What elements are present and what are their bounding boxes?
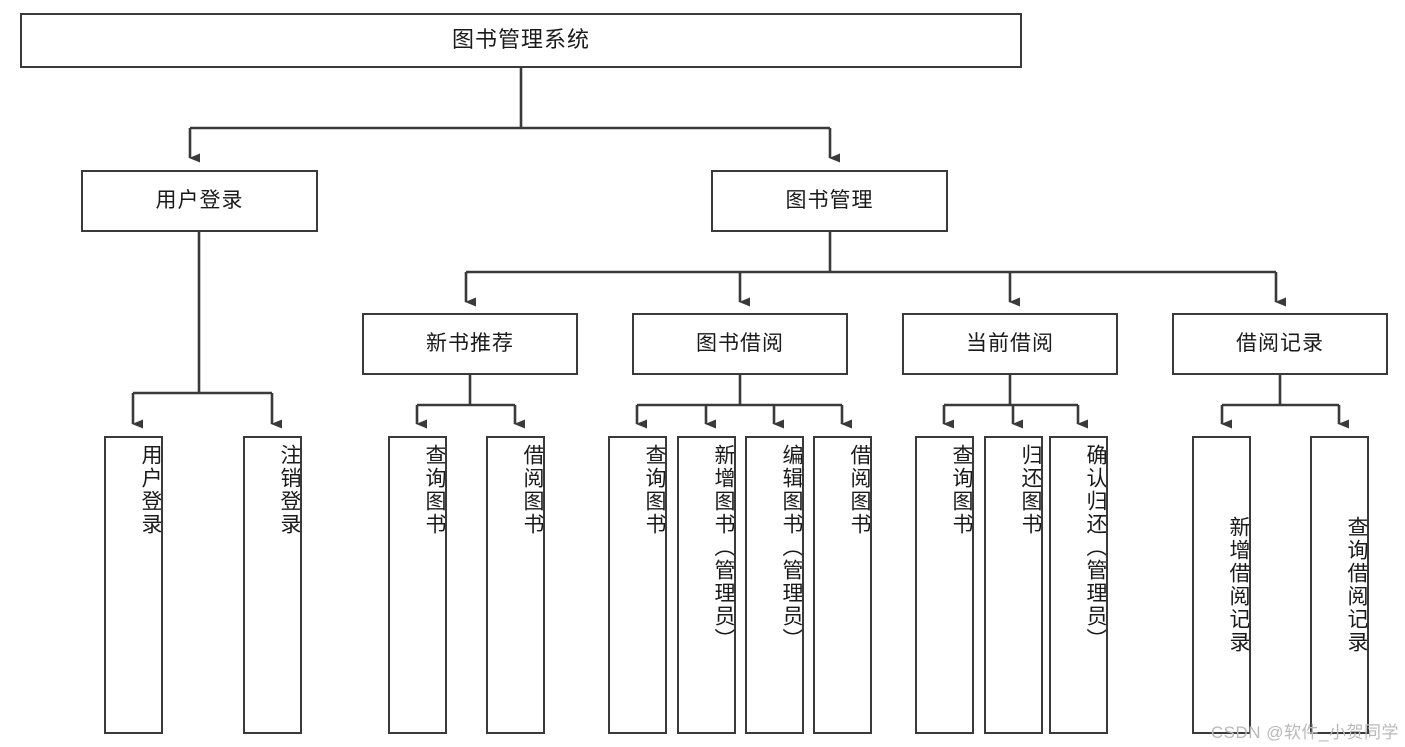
watermark-text: CSDN @软件_小贺同学 — [1210, 723, 1399, 742]
node-current-borrow[interactable]: 当前借阅 — [902, 313, 1118, 375]
leaf-borrow-add-book-admin[interactable]: 新增图书（管理员） — [677, 436, 736, 734]
node-borrow-record[interactable]: 借阅记录 — [1172, 313, 1388, 375]
node-new-book-recommend[interactable]: 新书推荐 — [362, 313, 578, 375]
node-book-management-label: 图书管理 — [785, 189, 874, 213]
leaf-label: 查询图书 — [423, 444, 446, 536]
leaf-borrow-edit-book-admin[interactable]: 编辑图书（管理员） — [745, 436, 804, 734]
node-current-borrow-label: 当前借阅 — [966, 332, 1054, 356]
leaf-current-query-book[interactable]: 查询图书 — [915, 436, 974, 734]
node-root-book-management-system[interactable]: 图书管理系统 — [20, 13, 1022, 68]
leaf-current-return-book[interactable]: 归还图书 — [984, 436, 1043, 734]
node-root-label: 图书管理系统 — [451, 27, 590, 53]
node-new-book-recommend-label: 新书推荐 — [426, 332, 514, 356]
leaf-label: 编辑图书（管理员） — [780, 444, 803, 651]
leaf-label: 查询图书 — [950, 444, 973, 536]
leaf-label: 注销登录 — [278, 444, 301, 536]
leaf-label: 新增图书（管理员） — [712, 444, 735, 651]
leaf-current-confirm-return-admin[interactable]: 确认归还（管理员） — [1049, 436, 1108, 734]
leaf-label: 借阅图书 — [521, 444, 544, 536]
leaf-new-book-query[interactable]: 查询图书 — [388, 436, 447, 734]
node-book-borrow-label: 图书借阅 — [696, 332, 784, 356]
leaf-label: 归还图书 — [1019, 444, 1042, 536]
leaf-new-book-borrow[interactable]: 借阅图书 — [486, 436, 545, 734]
node-user-login-label: 用户登录 — [155, 189, 244, 213]
leaf-label: 查询图书 — [643, 444, 666, 536]
leaf-user-login-login[interactable]: 用户登录 — [104, 436, 163, 734]
leaf-record-add-record[interactable]: 新增借阅记录 — [1192, 436, 1251, 734]
node-book-management[interactable]: 图书管理 — [711, 170, 948, 232]
leaf-label: 用户登录 — [139, 444, 162, 536]
leaf-borrow-borrow-book[interactable]: 借阅图书 — [813, 436, 872, 734]
leaf-borrow-query-book[interactable]: 查询图书 — [608, 436, 667, 734]
node-book-borrow[interactable]: 图书借阅 — [632, 313, 848, 375]
leaf-label: 确认归还（管理员） — [1084, 444, 1107, 651]
leaf-user-login-logout[interactable]: 注销登录 — [243, 436, 302, 734]
leaf-record-query-record[interactable]: 查询借阅记录 — [1310, 436, 1369, 734]
node-user-login[interactable]: 用户登录 — [81, 170, 318, 232]
node-borrow-record-label: 借阅记录 — [1236, 332, 1324, 356]
leaf-label: 查询借阅记录 — [1345, 516, 1368, 654]
leaf-label: 新增借阅记录 — [1227, 516, 1250, 654]
leaf-label: 借阅图书 — [848, 444, 871, 536]
